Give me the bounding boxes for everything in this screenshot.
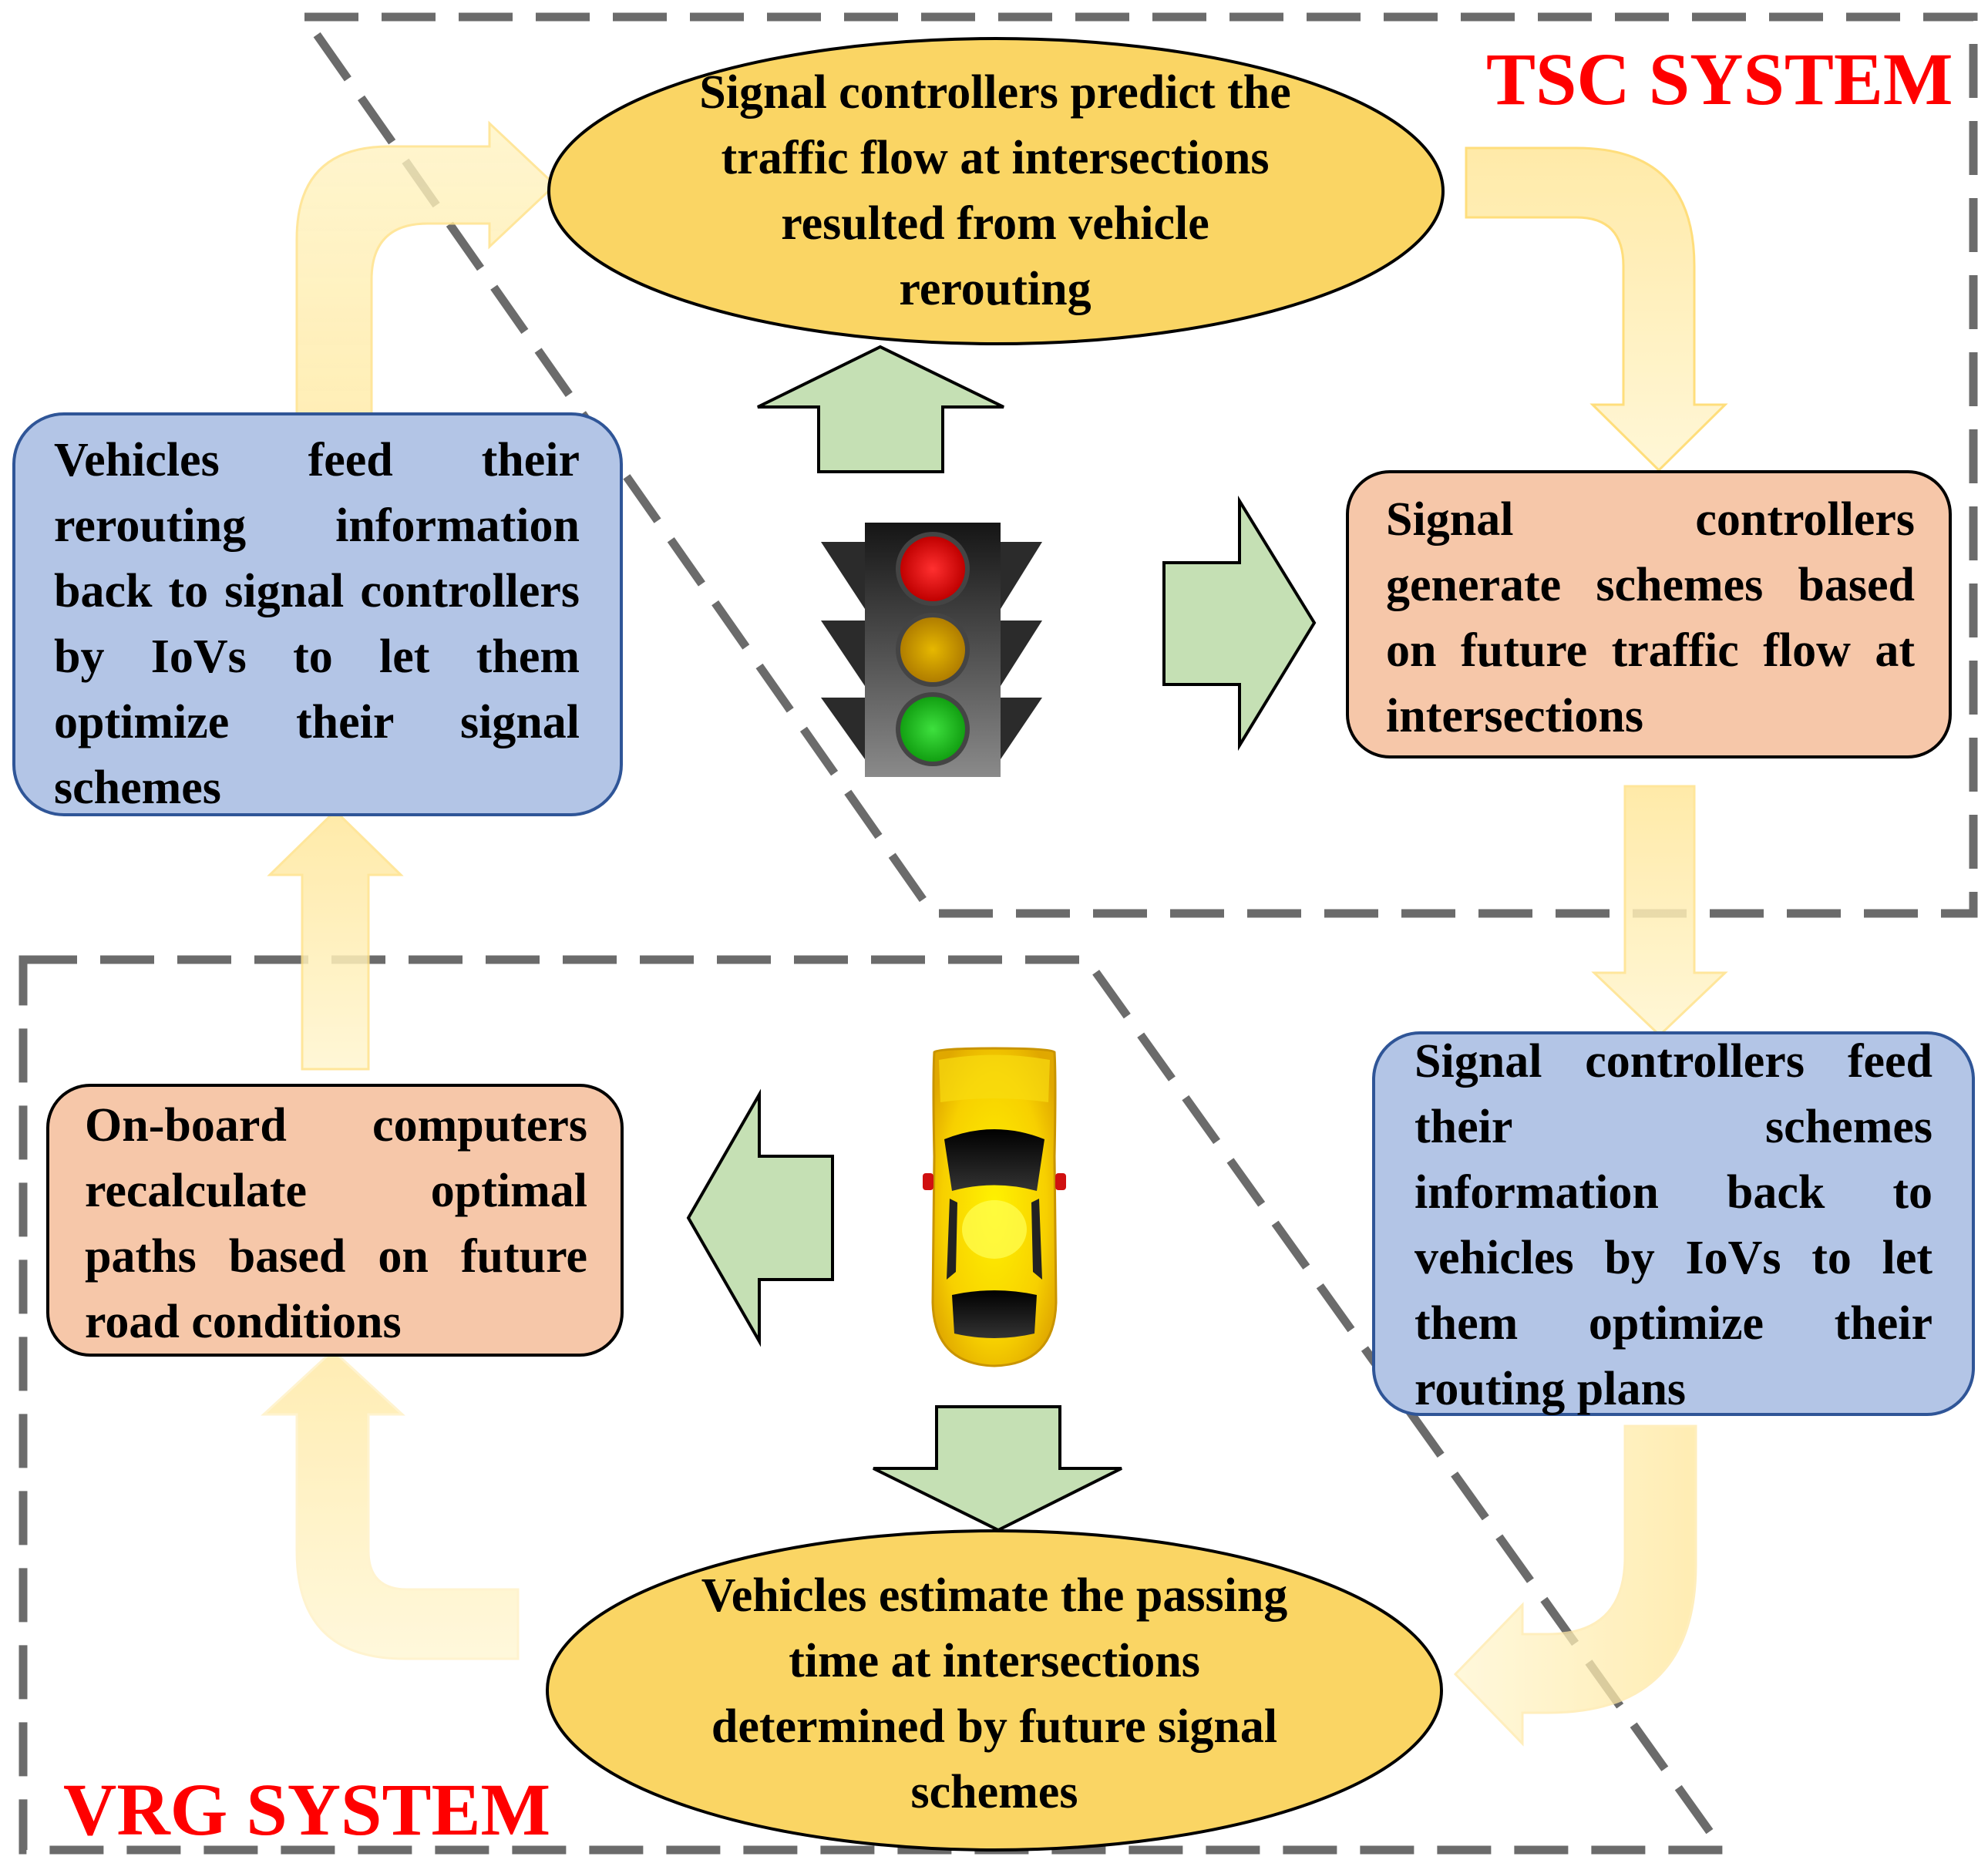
feed-rerouting-node: [12, 412, 623, 816]
vrg-system-label: VRG SYSTEM: [63, 1768, 551, 1851]
flow-arrow-to-generate: [1465, 146, 1728, 473]
flow-arrow-to-predict: [295, 120, 557, 415]
tsc-system-label: TSC SYSTEM: [1486, 38, 1953, 120]
estimate-passing-text: Vehicles estimate the passing time at in…: [701, 1569, 1288, 1818]
generate-schemes-text: Signal controllers generate schemes base…: [1386, 493, 1915, 742]
estimate-passing-node: [546, 1529, 1443, 1852]
car-icon: [923, 1047, 1066, 1367]
green-arrow-up: [757, 345, 1004, 473]
recalculate-paths-text: On-board computers recalculate optimal p…: [85, 1099, 587, 1348]
flow-arrow-to-estimate: [1453, 1424, 1697, 1747]
green-arrow-right: [1162, 495, 1317, 752]
feed-rerouting-text: Vehicles feed their rerouting informatio…: [54, 434, 580, 814]
green-arrow-down: [873, 1405, 1122, 1532]
predict-flow-node: [547, 37, 1445, 345]
recalculate-paths-node: [46, 1084, 624, 1357]
traffic-light-icon: [821, 523, 1042, 777]
generate-schemes-node: [1346, 470, 1952, 758]
predict-flow-text: Signal controllers predict the traffic f…: [699, 66, 1291, 315]
flow-arrow-to-recalculate: [261, 1348, 520, 1660]
flow-arrow-to-feed-schemes: [1591, 785, 1728, 1038]
vrg-system-boundary: [19, 955, 1731, 1855]
green-arrow-left: [686, 1088, 834, 1347]
feed-schemes-text: Signal controllers feed their schemes in…: [1414, 1035, 1932, 1415]
flow-arrow-to-feed-rerouting: [267, 809, 404, 1071]
tsc-system-boundary: [296, 12, 1978, 918]
feed-schemes-node: [1372, 1031, 1975, 1416]
